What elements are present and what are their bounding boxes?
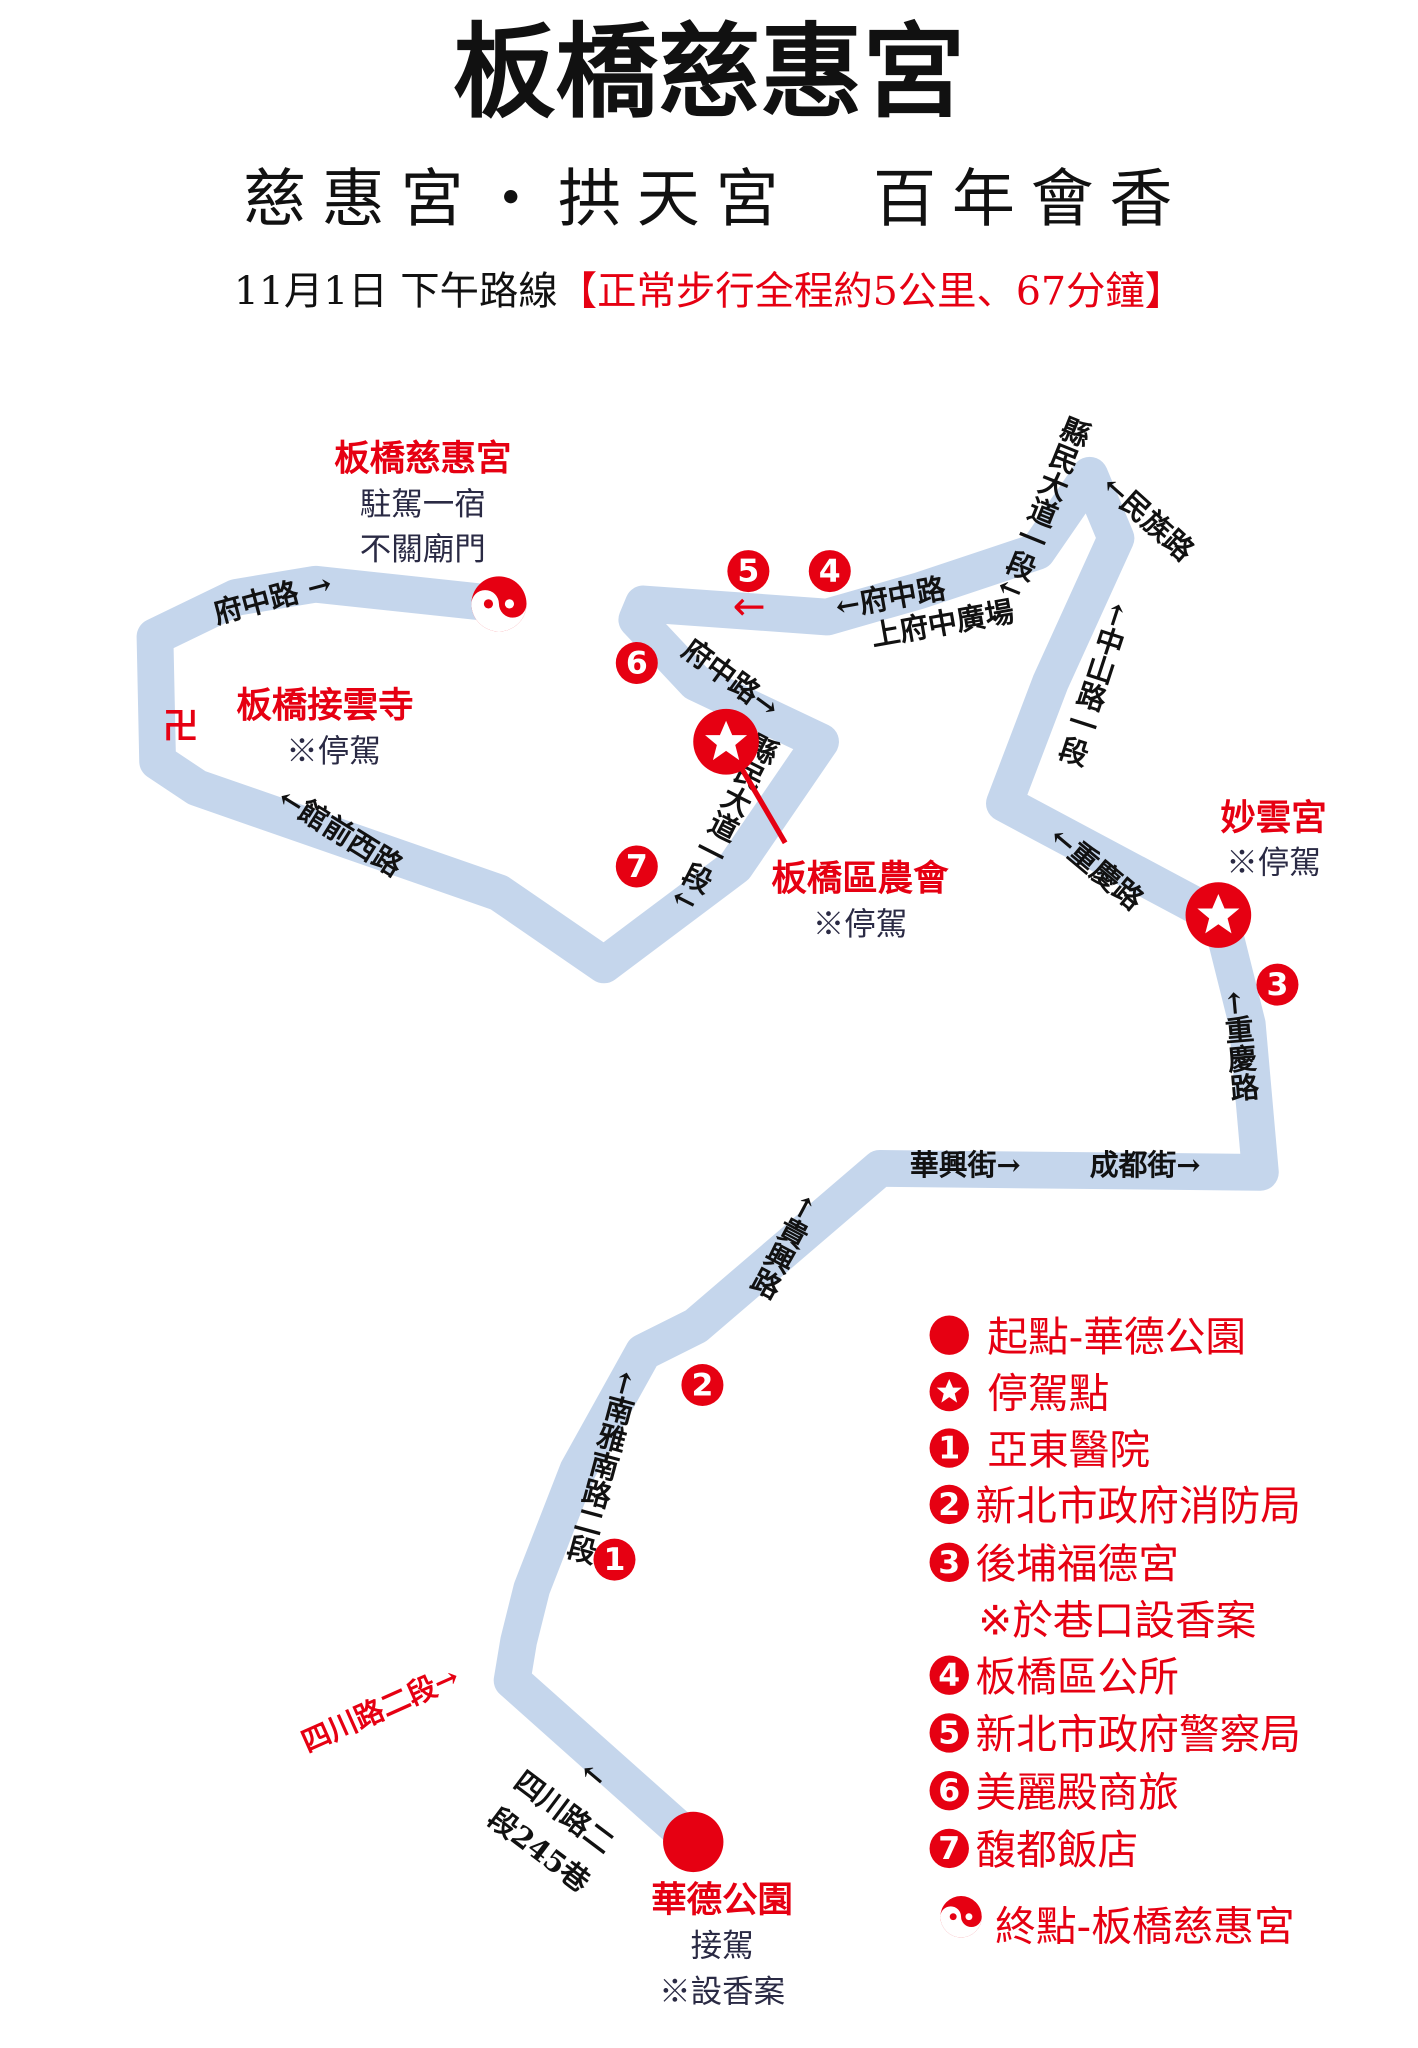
place-start-line1: 接駕: [691, 1928, 754, 1964]
legend-marker-5: 5: [929, 1713, 969, 1753]
legend-marker-3: 3: [929, 1542, 969, 1582]
route-date: 11月1日 下午路線: [234, 269, 558, 315]
svg-text:5: 5: [938, 1715, 960, 1751]
svg-text:4: 4: [938, 1658, 960, 1694]
legend-item: 新北市政府警察局: [976, 1711, 1302, 1759]
page-title: 板橋慈惠宮: [453, 14, 965, 133]
svg-text:7: 7: [938, 1831, 960, 1867]
legend-item: 新北市政府消防局: [976, 1482, 1302, 1530]
legend-marker-4: 4: [929, 1655, 969, 1695]
red-arrow-left-icon: ←: [733, 584, 766, 630]
place-start-name: 華德公園: [651, 1879, 793, 1920]
svg-text:3: 3: [1266, 967, 1288, 1003]
svg-text:5: 5: [737, 554, 759, 590]
place-farmers-name: 板橋區農會: [771, 858, 949, 899]
legend-item: 後埔福德宮: [976, 1540, 1179, 1588]
route-line: [136, 456, 1279, 1861]
svg-text:1: 1: [938, 1431, 960, 1467]
place-cihui-line2: 不關廟門: [360, 531, 486, 567]
legend-marker-1: 1: [929, 1428, 969, 1468]
road-label-chengdu: 成都街→: [1090, 1148, 1201, 1182]
legend: 起點-華德公園 停駕點 1 亞東醫院 2 新北市政府消防局 3 後埔福德宮 ※於…: [929, 1313, 1302, 1950]
svg-text:6: 6: [938, 1773, 960, 1809]
legend-marker-7: 7: [929, 1828, 969, 1869]
legend-yin-yang-icon: [940, 1896, 982, 1938]
svg-text:7: 7: [626, 849, 648, 885]
swastika-icon: 卍: [163, 706, 198, 747]
marker-6: 6: [615, 641, 658, 684]
marker-7: 7: [615, 845, 658, 888]
road-label-sichuan: 四川路二段→: [296, 1659, 464, 1759]
legend-item: 停駕點: [987, 1369, 1109, 1417]
marker-3: 3: [1256, 963, 1299, 1006]
place-cihui-line1: 駐駕一宿: [360, 487, 486, 523]
svg-text:4: 4: [819, 554, 841, 590]
place-miaoyun-name: 妙雲宮: [1220, 798, 1326, 839]
start-dot-icon: [663, 1811, 724, 1873]
svg-text:3: 3: [938, 1545, 960, 1581]
legend-item: 馥都飯店: [976, 1826, 1139, 1874]
route-info: 11月1日 下午路線【正常步行全程約5公里、67分鐘】: [234, 269, 1184, 315]
legend-item: 亞東醫院: [987, 1426, 1150, 1474]
svg-text:2: 2: [938, 1487, 960, 1523]
svg-text:1: 1: [604, 1542, 626, 1578]
star-stop-icon: [1185, 882, 1252, 948]
legend-marker-6: 6: [929, 1770, 969, 1811]
page-subtitle: 慈惠宮・拱天宮 百年會香: [243, 163, 1188, 236]
legend-item: 終點-板橋慈惠宮: [995, 1902, 1294, 1950]
legend-item: 起點-華德公園: [987, 1313, 1246, 1361]
legend-item: 美麗殿商旅: [976, 1768, 1179, 1816]
legend-star-icon: [929, 1371, 969, 1412]
road-label-huaxing: 華興街→: [910, 1148, 1021, 1182]
legend-start-dot-icon: [929, 1315, 969, 1355]
legend-item: 板橋區公所: [976, 1653, 1179, 1701]
marker-1: 1: [593, 1538, 636, 1581]
place-start-line2: ※設香案: [659, 1974, 785, 2010]
marker-5: 5: [727, 550, 770, 593]
marker-2: 2: [681, 1364, 724, 1407]
svg-text:6: 6: [626, 645, 648, 681]
place-farmers-note: ※停駕: [813, 907, 908, 943]
place-cihui-name: 板橋慈惠宮: [334, 438, 511, 479]
place-jieyun-name: 板橋接雲寺: [236, 685, 413, 726]
star-stop-icon: [693, 708, 759, 775]
marker-4: 4: [808, 550, 851, 593]
place-miaoyun-note: ※停駕: [1226, 845, 1321, 881]
legend-item-note: ※於巷口設香案: [978, 1596, 1256, 1644]
yin-yang-icon: [471, 576, 527, 632]
svg-text:2: 2: [691, 1368, 713, 1404]
legend-marker-2: 2: [929, 1484, 969, 1525]
route-note: 【正常步行全程約5公里、67分鐘】: [558, 269, 1184, 315]
place-jieyun-note: ※停駕: [286, 733, 381, 769]
